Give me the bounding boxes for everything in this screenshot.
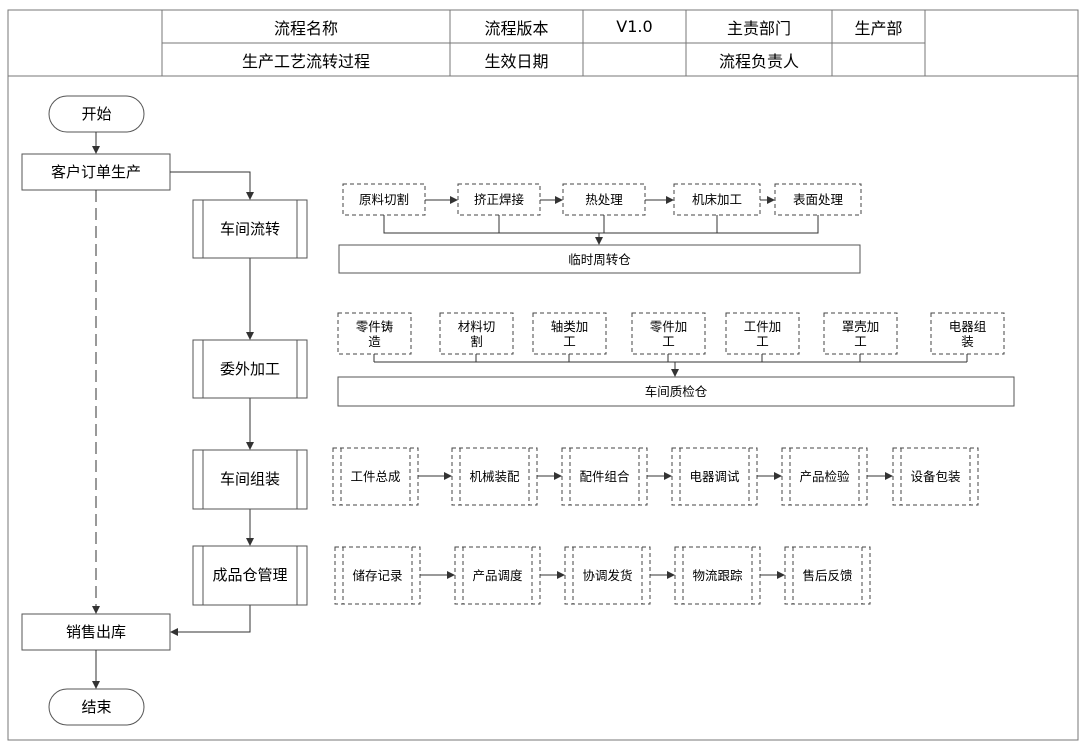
temp-warehouse-label: 临时周转仓 xyxy=(568,251,631,267)
header-name-label: 流程名称 xyxy=(273,18,338,38)
header-date-label: 生效日期 xyxy=(484,51,549,71)
stage-warehouse-label: 成品仓管理 xyxy=(212,566,288,584)
header-name-value: 生产工艺流转过程 xyxy=(241,51,370,71)
qc-warehouse-label: 车间质检仓 xyxy=(644,384,708,399)
temp-warehouse-bar xyxy=(338,244,861,274)
sales-label: 销售出库 xyxy=(65,622,126,641)
assembly-step: 配件组合 xyxy=(579,469,630,484)
transfer-step: 热处理 xyxy=(585,192,623,207)
header-version-label: 流程版本 xyxy=(484,18,549,38)
assembly-step: 产品检验 xyxy=(799,469,850,484)
assembly-step: 工件总成 xyxy=(350,469,401,484)
warehouse-step: 储存记录 xyxy=(352,568,403,583)
qc-warehouse-bar xyxy=(337,376,1015,407)
outsource-step: 零件铸 造 xyxy=(355,318,394,349)
order-label: 客户订单生产 xyxy=(50,162,141,181)
stage-assembly-label: 车间组装 xyxy=(219,470,280,488)
transfer-step: 表面处理 xyxy=(792,192,843,207)
start-label: 开始 xyxy=(81,104,112,123)
end-terminal xyxy=(48,688,145,726)
assembly-step: 电器调试 xyxy=(689,469,740,484)
outsource-step: 轴类加 工 xyxy=(550,318,589,349)
transfer-step-shapes xyxy=(342,183,862,216)
outsource-step: 电器组 装 xyxy=(948,318,987,349)
header-date-value xyxy=(583,43,686,76)
stage-transfer-label: 车间流转 xyxy=(219,219,280,238)
warehouse-step: 产品调度 xyxy=(472,568,523,583)
transfer-step: 挤正焊接 xyxy=(473,192,524,207)
outsource-step: 零件加 工 xyxy=(649,318,688,349)
assembly-step: 机械装配 xyxy=(469,469,520,484)
header-owner-label: 流程负责人 xyxy=(718,51,799,71)
end-label: 结束 xyxy=(81,697,112,716)
outsource-step: 材料切 割 xyxy=(457,318,496,349)
outsource-step-shapes xyxy=(337,312,1005,355)
outsource-step: 罩壳加 工 xyxy=(841,318,880,349)
transfer-step: 原料切割 xyxy=(358,192,409,207)
header-version-value: V1.0 xyxy=(616,17,653,36)
stage-outsource-label: 委外加工 xyxy=(219,359,280,378)
outsource-step: 工件加 工 xyxy=(743,318,782,349)
warehouse-step-shapes xyxy=(334,546,871,605)
outsource-connectors xyxy=(373,354,968,377)
warehouse-step: 物流跟踪 xyxy=(692,568,743,583)
transfer-connectors xyxy=(383,196,819,245)
main-connectors xyxy=(92,132,254,689)
header-owner-value xyxy=(832,43,925,76)
transfer-step: 机床加工 xyxy=(691,192,742,207)
warehouse-step: 协调发货 xyxy=(582,568,633,583)
assembly-step: 设备包装 xyxy=(910,469,961,484)
stage-boxes xyxy=(192,199,308,606)
order-box xyxy=(21,153,171,191)
header-dept-label: 主责部门 xyxy=(726,18,791,38)
assembly-step-shapes xyxy=(332,447,979,506)
header-dept-value: 生产部 xyxy=(854,18,903,38)
warehouse-step: 售后反馈 xyxy=(802,568,853,583)
header-table xyxy=(7,9,1079,741)
